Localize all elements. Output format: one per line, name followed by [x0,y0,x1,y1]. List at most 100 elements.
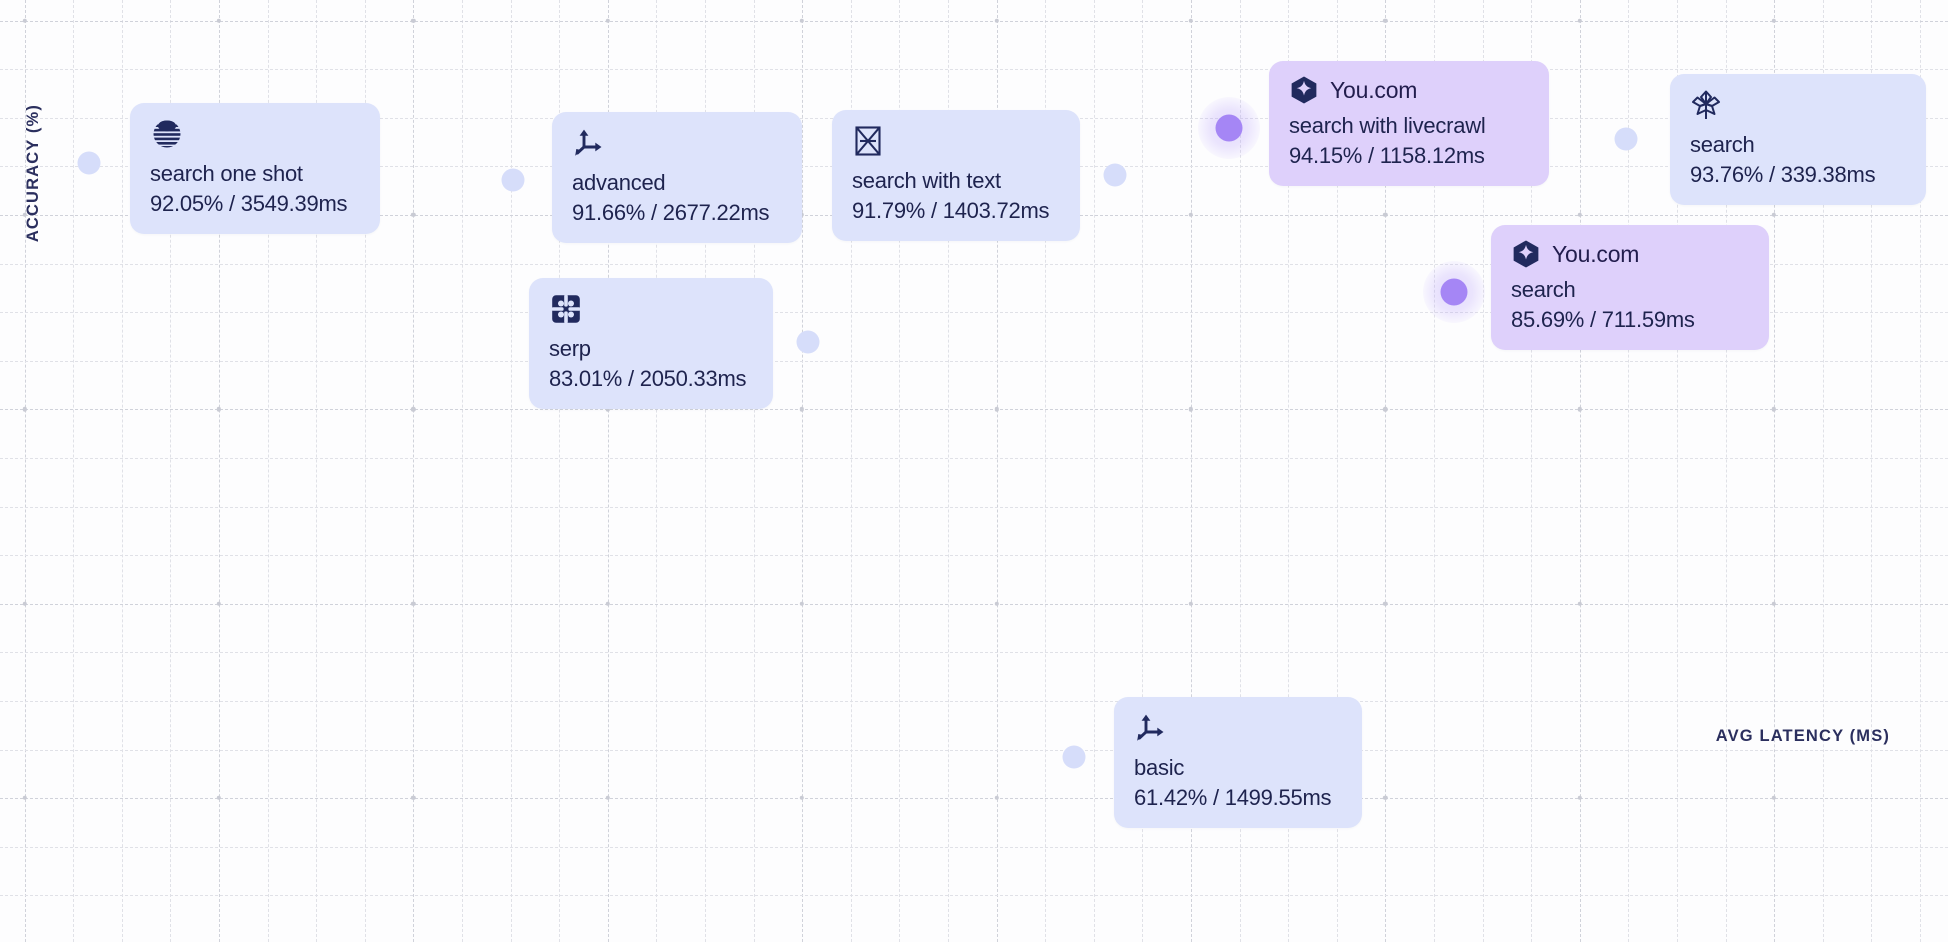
data-point-blue[interactable] [501,168,525,192]
card-title: search one shot [150,161,303,186]
data-card[interactable]: search 93.76% / 339.38ms [1670,74,1926,205]
card-metrics: 91.66% / 2677.22ms [572,199,770,225]
data-point-core [1215,114,1243,142]
card-title: basic [1134,755,1185,780]
data-card[interactable]: advanced 91.66% / 2677.22ms [552,112,802,243]
striped-sphere-icon [153,120,181,148]
grid-node-dot [1188,18,1194,23]
grid-line-horizontal [0,457,1948,459]
grid-node-dot [216,795,222,801]
data-card[interactable]: serp 83.01% / 2050.33ms [529,278,773,409]
card-metrics: 94.15% / 1158.12ms [1289,142,1485,168]
grid-line-horizontal [0,846,1948,848]
grid-line-horizontal [0,700,1948,702]
grid-node-dot [22,795,27,801]
grid-node-dot [411,212,416,218]
data-point-core [1062,745,1086,769]
grid-node-dot [605,601,610,606]
grid-node-dot [605,795,610,801]
card-metrics: 92.05% / 3549.39ms [150,190,348,216]
grid-node-dot [994,18,999,23]
grid-line-vertical [510,0,512,942]
grid-line-horizontal [0,798,1948,800]
card-title: advanced [572,170,666,195]
data-point-blue[interactable] [1062,745,1086,769]
grid-line-vertical [802,0,804,942]
grid-node-dot [1577,601,1582,606]
grid-node-dot [1771,795,1777,801]
serp-grid-icon [551,294,581,324]
card-title: search [1690,132,1755,157]
grid-line-vertical [1579,0,1581,942]
axes-arrows-icon [575,129,602,156]
grid-line-vertical [1093,0,1095,942]
grid-node-dot [1771,601,1777,606]
youcom-star-icon [1289,75,1319,105]
grid-line-horizontal [0,603,1948,605]
grid-line-vertical [461,0,463,942]
data-point-purple[interactable] [1198,97,1260,159]
card-metrics: 91.79% / 1403.72ms [852,197,1050,223]
card-title: search with livecrawl [1289,113,1486,138]
data-point-blue[interactable] [796,330,820,354]
card-metrics: 93.76% / 339.38ms [1690,161,1876,187]
grid-node-dot [22,18,27,23]
card-title: serp [549,336,591,361]
card-title: search [1511,277,1576,302]
grid-line-horizontal [0,555,1948,557]
grid-line-vertical [121,0,123,942]
grid-line-vertical [73,0,75,942]
axes-arrows-icon [1137,714,1164,741]
data-point-purple[interactable] [1423,261,1485,323]
grid-node-dot [799,407,805,412]
striped-sphere-icon [150,117,360,151]
card-metrics: 83.01% / 2050.33ms [549,365,747,391]
grid-node-dot [1188,212,1194,218]
youcom-star-icon [1511,239,1541,269]
grid-node-dot [994,601,999,606]
data-point-blue[interactable] [1614,127,1638,151]
grid-node-dot [1577,407,1582,412]
grid-node-dot [1383,18,1388,23]
grid-line-horizontal [0,409,1948,411]
grid-line-horizontal [0,652,1948,654]
grid-node-dot [216,601,222,606]
y-axis-label: ACCURACY (%) [24,104,42,243]
data-point-core [1440,278,1468,306]
card-title: search with text [852,168,1001,193]
grid-node-dot [605,18,610,23]
grid-node-dot [411,795,416,801]
grid-node-dot [216,18,222,23]
card-metrics: 85.69% / 711.59ms [1511,306,1695,332]
grid-node-dot [411,18,416,23]
grid-node-dot [1771,18,1777,23]
data-point-blue[interactable] [1103,163,1127,187]
grid-node-dot [1383,407,1388,412]
grid-node-dot [1188,601,1194,606]
grid-line-horizontal [0,69,1948,71]
grid-node-dot [22,601,27,606]
data-point-blue[interactable] [77,151,101,175]
grid-node-dot [799,18,805,23]
grid-node-dot [216,407,222,412]
data-point-core [796,330,820,354]
card-metrics: 61.42% / 1499.55ms [1134,784,1332,810]
grid-node-dot [411,601,416,606]
star-outline-icon [1690,88,1906,122]
grid-node-dot [1188,407,1194,412]
data-point-core [501,168,525,192]
grid-node-dot [1771,407,1777,412]
data-card[interactable]: search one shot 92.05% / 3549.39ms [130,103,380,234]
grid-line-horizontal [0,749,1948,751]
grid-node-dot [22,407,27,412]
grid-line-vertical [413,0,415,942]
grid-line-horizontal [0,20,1948,22]
data-card[interactable]: basic 61.42% / 1499.55ms [1114,697,1362,828]
grid-node-dot [1383,795,1388,801]
grid-node-dot [1383,601,1388,606]
data-card[interactable]: search with text 91.79% / 1403.72ms [832,110,1080,241]
grid-node-dot [411,407,416,412]
youcom-star-icon [1513,240,1539,268]
